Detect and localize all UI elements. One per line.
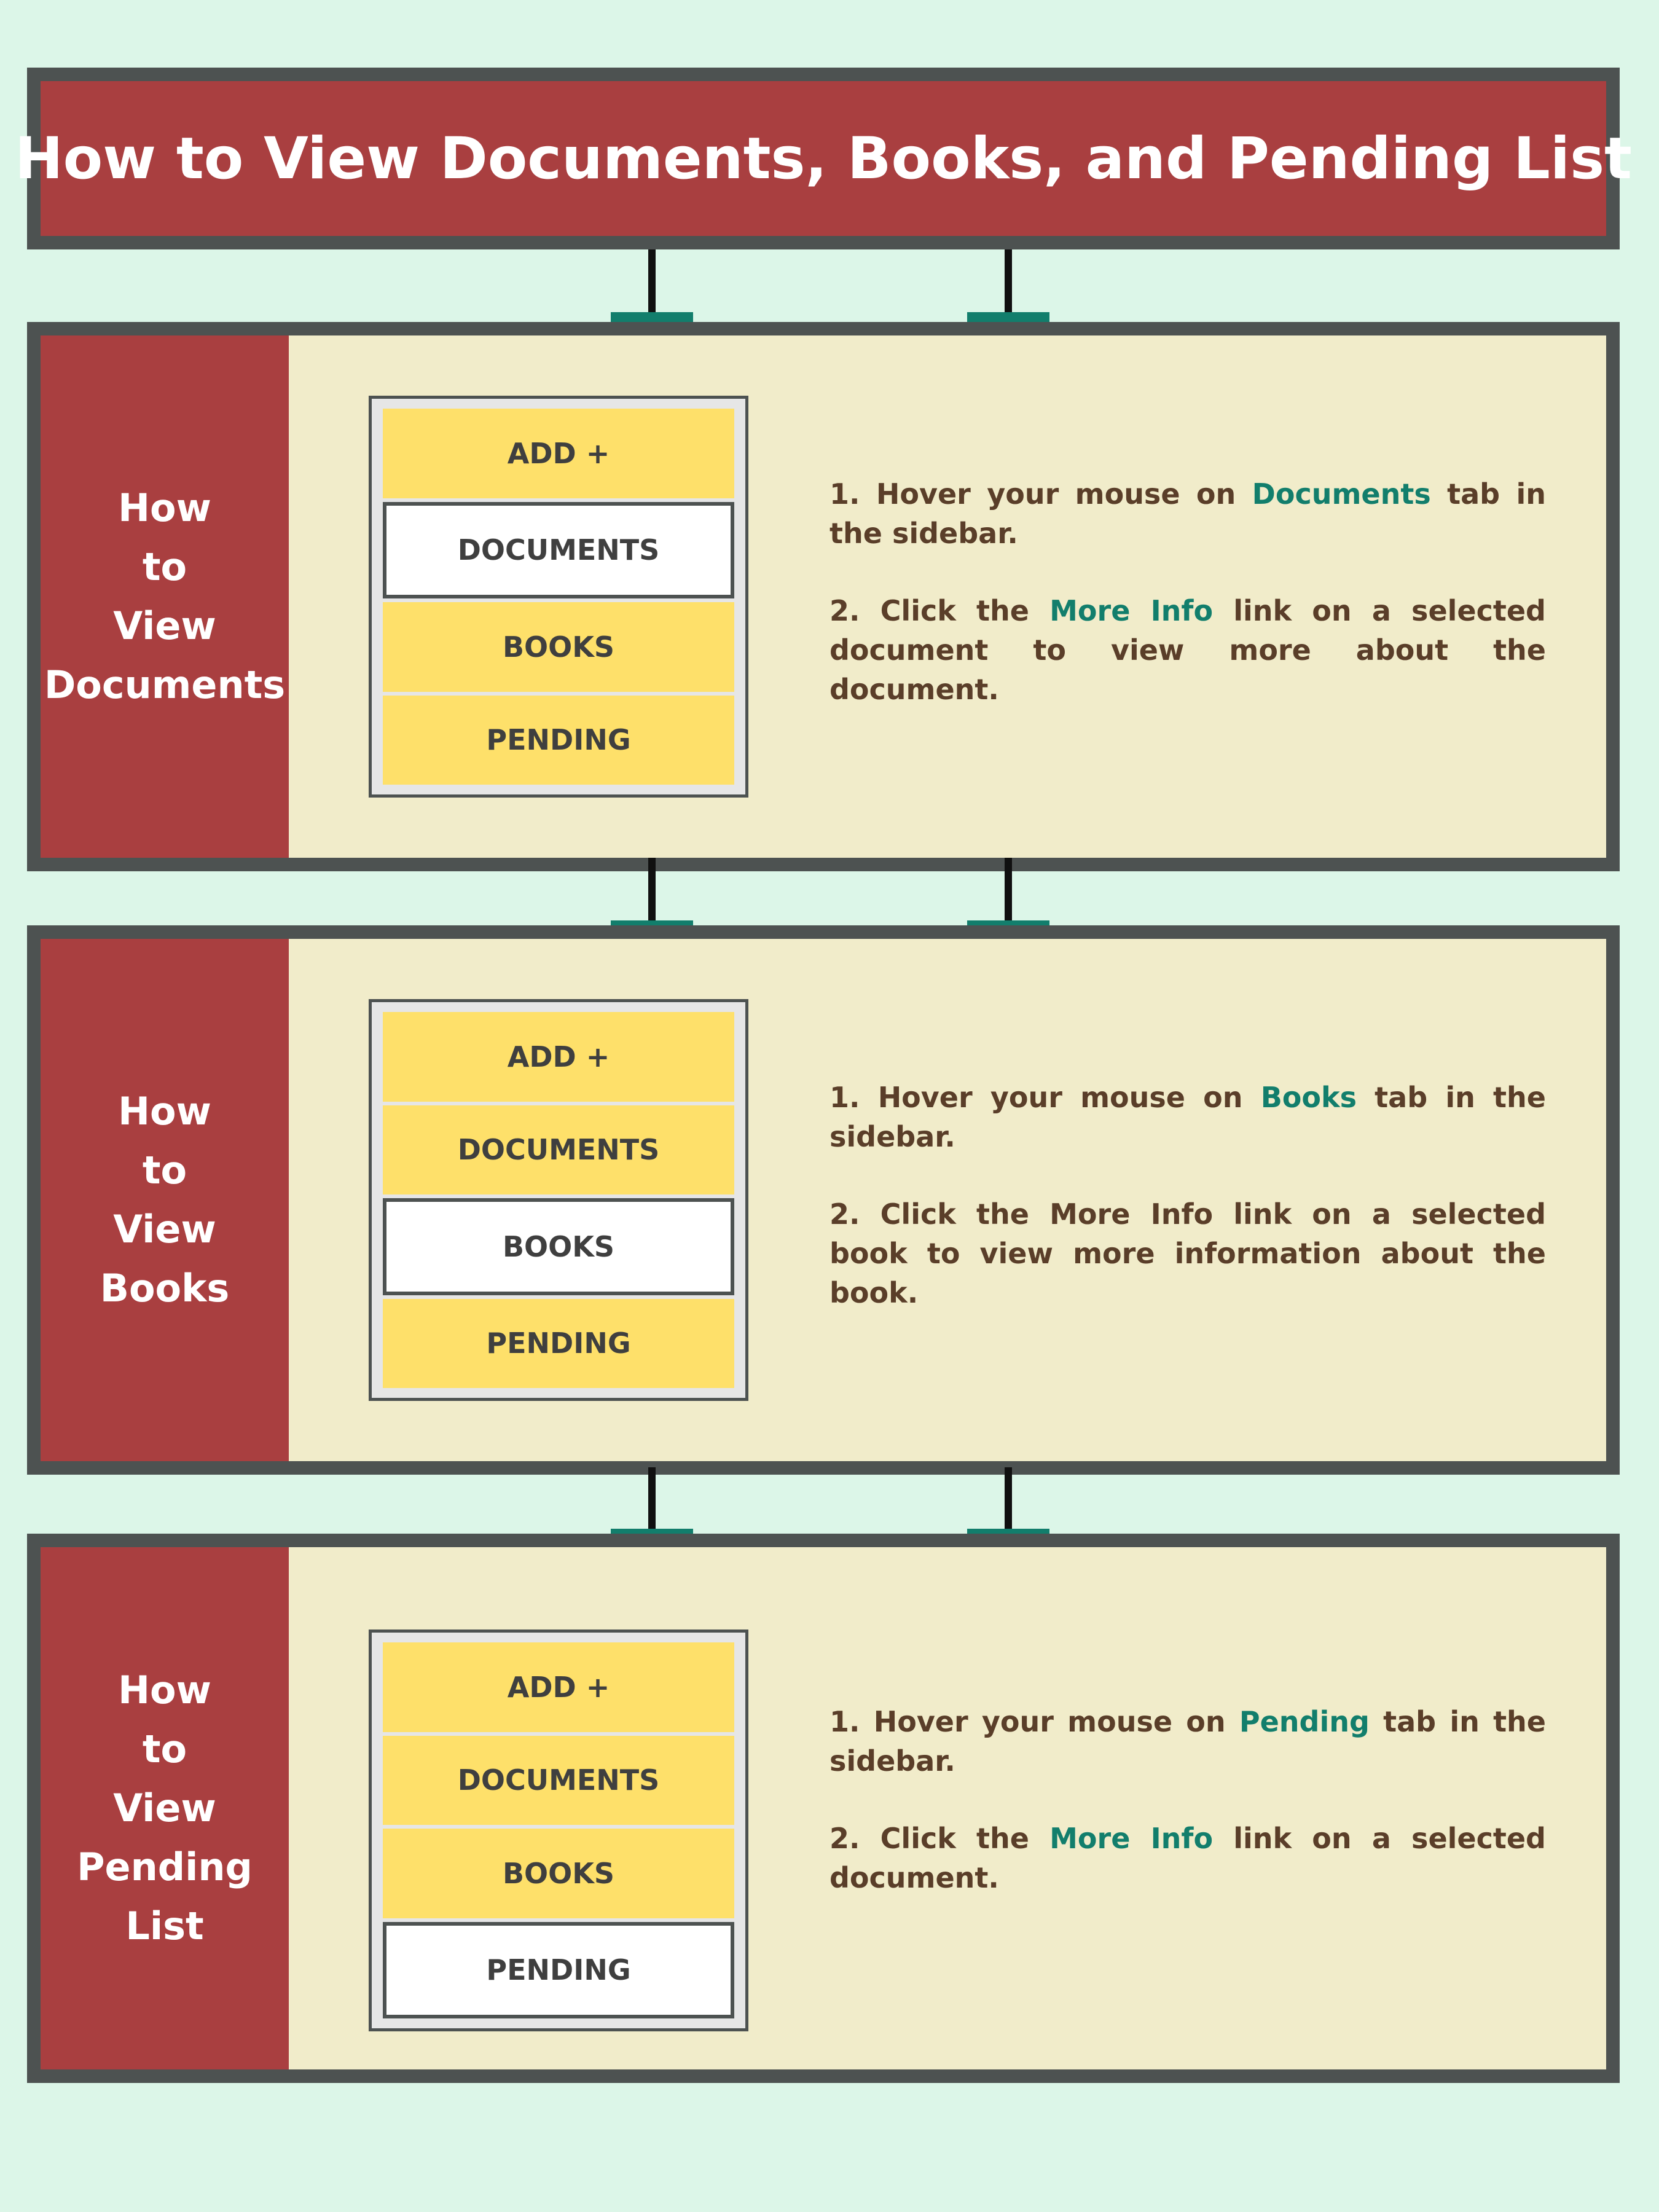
highlight-text: Books bbox=[1260, 1081, 1357, 1114]
more-info-link-text: More Info bbox=[1049, 1822, 1214, 1855]
connector-line bbox=[1005, 249, 1012, 322]
step-2: 2. Click the More Info link on a selecte… bbox=[830, 594, 1546, 706]
more-info-link-text: More Info bbox=[1049, 594, 1214, 627]
side-label-word: Pending bbox=[77, 1845, 253, 1889]
highlight-text: Pending bbox=[1239, 1705, 1370, 1738]
side-label-word: Books bbox=[100, 1266, 230, 1311]
side-label-word: How bbox=[118, 1668, 211, 1712]
section-side-label: How to View Books bbox=[41, 939, 289, 1461]
side-label-word: List bbox=[125, 1904, 204, 1948]
menu-item-documents[interactable]: DOCUMENTS bbox=[383, 1105, 734, 1194]
side-label-word: How bbox=[118, 485, 211, 530]
step-1: 1. Hover your mouse on Books tab in the … bbox=[830, 1081, 1546, 1153]
menu-item-documents[interactable]: DOCUMENTS bbox=[383, 501, 734, 598]
connector-line bbox=[648, 1467, 656, 1534]
step-1: 1. Hover your mouse on Documents tab in … bbox=[830, 477, 1546, 550]
menu-item-books[interactable]: BOOKS bbox=[383, 602, 734, 692]
menu-item-books[interactable]: BOOKS bbox=[383, 1198, 734, 1295]
sidebar-mockup: ADD + DOCUMENTS BOOKS PENDING bbox=[369, 396, 748, 798]
section-side-label: How to View Documents bbox=[41, 335, 289, 858]
side-label-word: Documents bbox=[44, 662, 286, 707]
menu-item-add[interactable]: ADD + bbox=[383, 409, 734, 498]
menu-item-pending[interactable]: PENDING bbox=[383, 695, 734, 785]
connector-line bbox=[648, 249, 656, 322]
steps-text: 1. Hover your mouse on Books tab in the … bbox=[830, 1078, 1546, 1351]
side-label-word: to bbox=[142, 544, 187, 589]
menu-item-add[interactable]: ADD + bbox=[383, 1012, 734, 1102]
section-panel-documents: How to View Documents ADD + DOCUMENTS BO… bbox=[27, 322, 1620, 871]
section-panel-pending: How to View Pending List ADD + DOCUMENTS… bbox=[27, 1534, 1620, 2083]
title-banner: How to View Documents, Books, and Pendin… bbox=[15, 68, 1632, 249]
side-label-word: How bbox=[118, 1089, 211, 1134]
sidebar-mockup: ADD + DOCUMENTS BOOKS PENDING bbox=[369, 1630, 748, 2031]
menu-item-pending[interactable]: PENDING bbox=[383, 1298, 734, 1388]
section-panel-books: How to View Books ADD + DOCUMENTS BOOKS … bbox=[27, 925, 1620, 1475]
connector-line bbox=[648, 858, 656, 929]
side-label-word: View bbox=[113, 1207, 216, 1252]
connector-line bbox=[1005, 858, 1012, 929]
step-2: 2. Click the More Info link on a selecte… bbox=[830, 1822, 1546, 1894]
menu-item-books[interactable]: BOOKS bbox=[383, 1829, 734, 1918]
side-label-word: View bbox=[113, 1786, 216, 1830]
side-label-word: to bbox=[142, 1727, 187, 1771]
step-1: 1. Hover your mouse on Pending tab in th… bbox=[830, 1705, 1546, 1778]
steps-text: 1. Hover your mouse on Pending tab in th… bbox=[830, 1702, 1546, 1936]
menu-item-documents[interactable]: DOCUMENTS bbox=[383, 1735, 734, 1825]
menu-item-pending[interactable]: PENDING bbox=[383, 1921, 734, 2018]
side-label-word: View bbox=[113, 603, 216, 648]
sidebar-mockup: ADD + DOCUMENTS BOOKS PENDING bbox=[369, 999, 748, 1401]
steps-text: 1. Hover your mouse on Documents tab in … bbox=[830, 474, 1546, 747]
section-side-label: How to View Pending List bbox=[41, 1547, 289, 2069]
highlight-text: Documents bbox=[1252, 477, 1431, 511]
page-title: How to View Documents, Books, and Pendin… bbox=[15, 125, 1632, 192]
menu-item-add[interactable]: ADD + bbox=[383, 1642, 734, 1732]
side-label-word: to bbox=[142, 1148, 187, 1193]
connector-line bbox=[1005, 1467, 1012, 1534]
step-2: 2. Click the More Info link on a selecte… bbox=[830, 1198, 1546, 1309]
